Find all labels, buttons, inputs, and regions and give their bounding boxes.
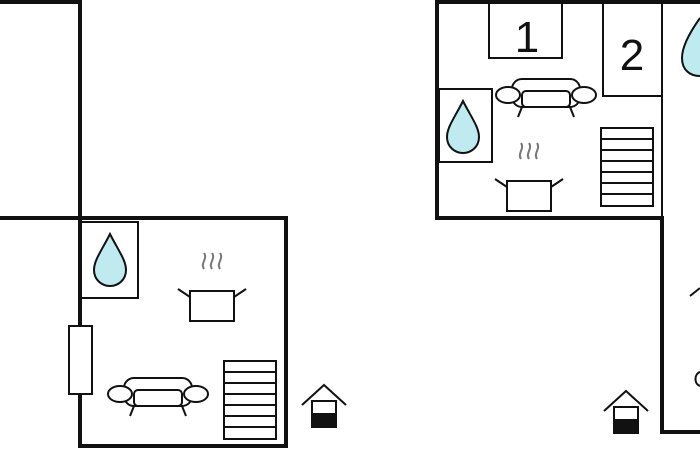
- house-entrance-icon: [603, 390, 649, 434]
- water-drop-icon-partial: [680, 17, 700, 77]
- sofa-icon-partial: [694, 371, 700, 387]
- water-drop-icon: [446, 100, 480, 154]
- room-2-box: [602, 1, 663, 97]
- cooking-pot-icon: [177, 252, 247, 322]
- house-entrance-icon: [301, 384, 347, 428]
- cooking-pot-icon-partial: [689, 287, 700, 297]
- sofa-icon: [495, 78, 597, 118]
- cooking-pot-icon: [494, 142, 564, 212]
- right-plan: 1 2: [435, 0, 700, 434]
- sofa-icon: [107, 377, 209, 417]
- staircase-icon: [223, 360, 277, 440]
- room-number-2: 2: [620, 31, 644, 80]
- bathroom-box: [438, 88, 493, 163]
- window-icon: [68, 325, 93, 395]
- room-number-1: 1: [515, 13, 539, 62]
- left-plan: [0, 0, 347, 448]
- bathroom-box: [79, 221, 139, 299]
- staircase-icon: [600, 127, 654, 207]
- water-drop-icon: [93, 233, 127, 287]
- room-1-box: [488, 1, 563, 59]
